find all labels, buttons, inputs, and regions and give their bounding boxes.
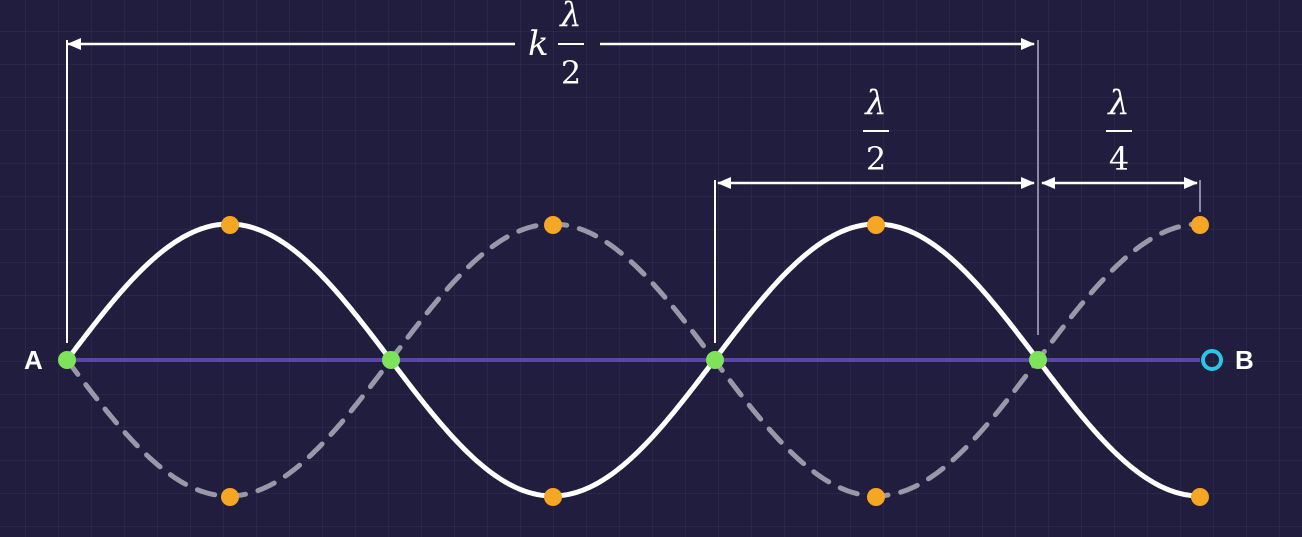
total-denominator: 2 [561,54,581,92]
total-coefficient: k [528,24,549,64]
node-3 [706,351,724,369]
open-end-b [1201,349,1223,371]
point-b-label: B [1235,345,1254,375]
total-numerator: λ [558,0,582,35]
node-2 [382,351,400,369]
antinode-dashed-2 [544,216,562,234]
antinode-solid-1 [221,216,239,234]
antinode-solid-3 [867,216,885,234]
point-a-label: A [24,345,43,375]
half-denominator: 2 [866,140,886,178]
antinode-dashed-3 [867,488,885,506]
solid-wave [64,221,1202,499]
antinode-solid-4 [1191,488,1209,506]
antinode-solid-2 [544,488,562,506]
node-4 [1029,351,1047,369]
quarter-numerator: λ [1106,83,1130,123]
dashed-wave [64,221,1202,499]
node-a [58,351,76,369]
antinode-dashed-4 [1191,216,1209,234]
antinode-dashed-1 [221,488,239,506]
quarter-denominator: 4 [1109,140,1129,178]
half-numerator: λ [863,83,887,123]
